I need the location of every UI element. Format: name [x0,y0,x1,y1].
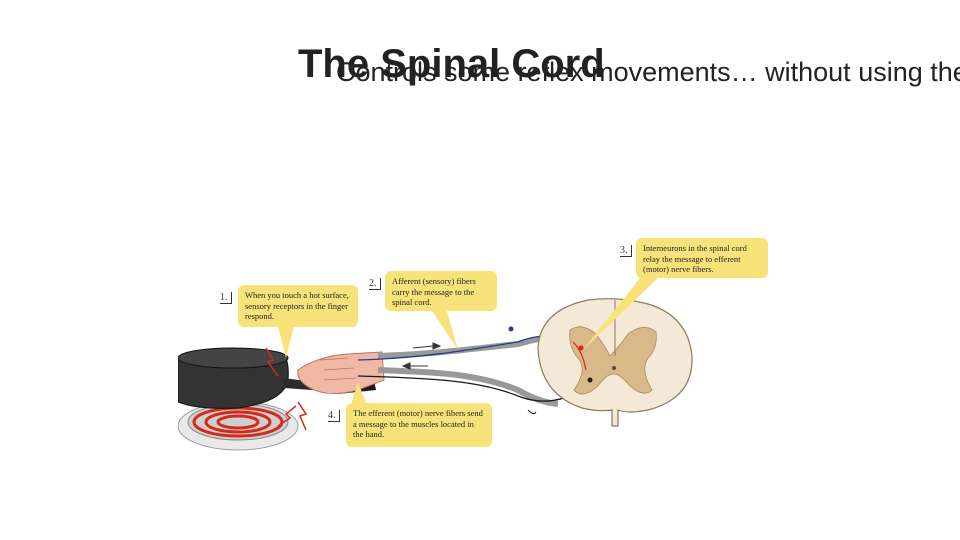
step-4-number: 4. [328,410,340,422]
spinal-cord-cross-section [537,298,693,427]
callout-pointers [278,278,658,408]
step-2-number: 2. [369,278,381,290]
step-3-callout: Interneurons in the spinal cord relay th… [636,238,768,278]
step-1-number: 1. [220,292,232,304]
step-3-number: 3. [620,245,632,257]
step-1-callout: When you touch a hot surface, sensory re… [238,285,358,327]
slide-title: The Spinal Cord [298,42,605,86]
step-4-callout: The efferent (motor) nerve fibers send a… [346,403,492,447]
reflex-arc-diagram: 1. When you touch a hot surface, sensory… [177,230,778,460]
heat-sparks [265,347,308,431]
slide-subtitle: Controls some reflex movements… without … [336,57,960,87]
direction-arrows [401,342,442,370]
hand [297,351,385,394]
stove-burner [177,401,299,451]
step-2-callout: Afferent (sensory) fibers carry the mess… [385,271,497,311]
reflex-arc-illustration [177,278,693,451]
